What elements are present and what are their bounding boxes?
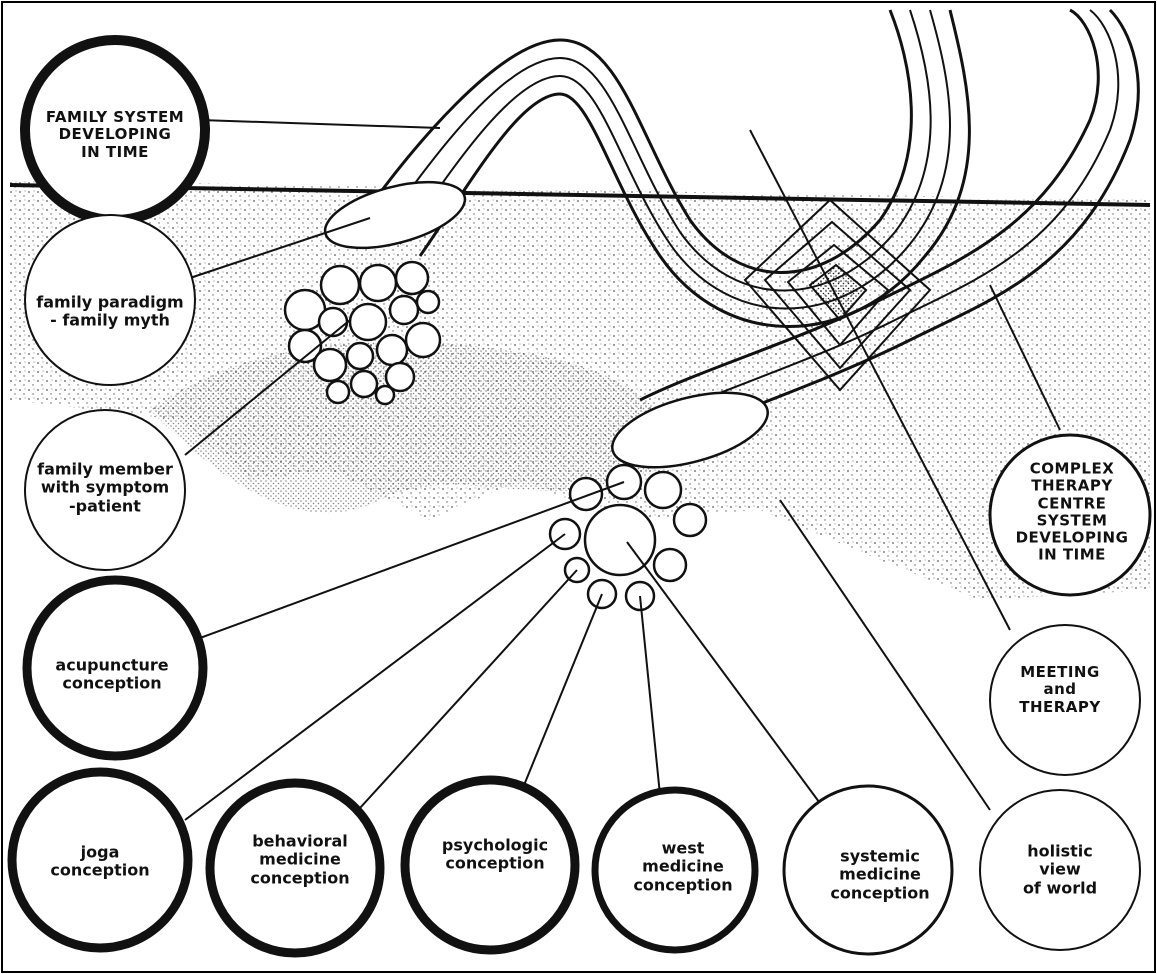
label-family-paradigm: family paradigm - family myth [36, 294, 183, 331]
label-complex: COMPLEX THERAPY CENTRE SYSTEM DEVELOPING… [1016, 460, 1129, 564]
label-family-member: family member with symptom -patient [37, 460, 173, 515]
label-systemic: systemic medicine conception [830, 847, 929, 902]
label-west: west medicine conception [633, 839, 732, 894]
label-joga: joga conception [50, 844, 149, 881]
label-meeting: MEETING and THERAPY [1019, 664, 1101, 716]
label-holistic: holistic view of world [1012, 842, 1109, 897]
label-acupuncture: acupuncture conception [55, 657, 168, 694]
label-family-system: FAMILY SYSTEM DEVELOPING IN TIME [46, 109, 184, 161]
label-behavioral: behavioral medicine conception [250, 832, 349, 887]
label-psychologic: psychologic conception [442, 837, 548, 874]
